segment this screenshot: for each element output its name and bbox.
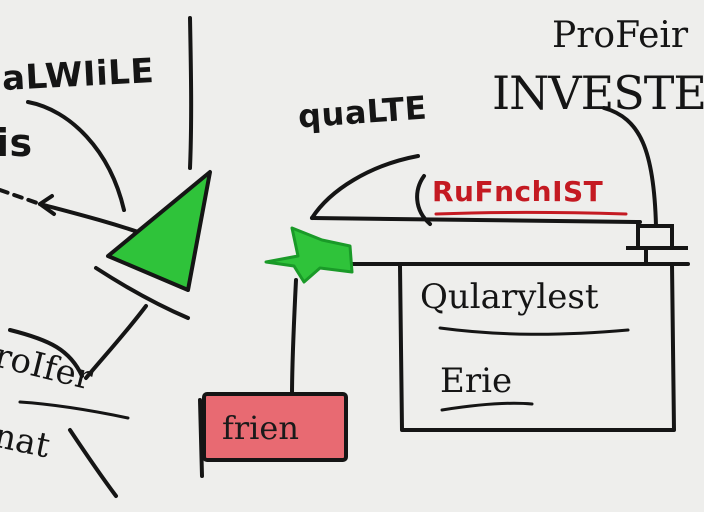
red-note-underline bbox=[434, 211, 628, 216]
erie-underline bbox=[440, 401, 534, 412]
red-note-bracket bbox=[415, 174, 432, 226]
triangle-base-stroke bbox=[94, 266, 190, 320]
dashed-pointer bbox=[0, 188, 42, 206]
label-top-left: aLWIiLE bbox=[1, 51, 156, 99]
label-nat: nat bbox=[0, 415, 54, 467]
lower-left-swoosh bbox=[8, 328, 84, 378]
pointer-arrowhead bbox=[38, 194, 56, 216]
label-quarrylest: Qularylest bbox=[420, 277, 599, 317]
quarrylest-underline bbox=[438, 326, 630, 336]
red-box-side-stroke bbox=[198, 398, 204, 478]
green-triangle bbox=[106, 170, 212, 292]
label-investor: INVESTEG bbox=[492, 66, 704, 120]
red-box bbox=[202, 392, 348, 462]
lower-left-tail bbox=[68, 428, 118, 498]
quality-arc bbox=[310, 154, 420, 220]
investor-connector bbox=[602, 106, 658, 228]
label-red-note: RuFnchIST bbox=[432, 175, 604, 208]
curve-stroke-left bbox=[26, 100, 126, 212]
pointer-line bbox=[38, 202, 152, 238]
green-arrow bbox=[264, 226, 354, 284]
label-erie: Erie bbox=[440, 361, 513, 401]
main-box bbox=[398, 263, 676, 432]
label-is: is bbox=[0, 121, 33, 165]
stem-to-red-box bbox=[290, 278, 298, 398]
vertical-stroke bbox=[188, 16, 194, 170]
label-frien: frien bbox=[222, 409, 299, 447]
small-junction-box bbox=[636, 224, 674, 250]
label-proficient: ProFeir bbox=[552, 15, 689, 56]
lower-left-stroke bbox=[84, 304, 148, 380]
label-quality: quaLTE bbox=[296, 88, 429, 136]
lower-left-underline bbox=[18, 400, 130, 420]
horizontal-connector-top bbox=[310, 216, 642, 224]
